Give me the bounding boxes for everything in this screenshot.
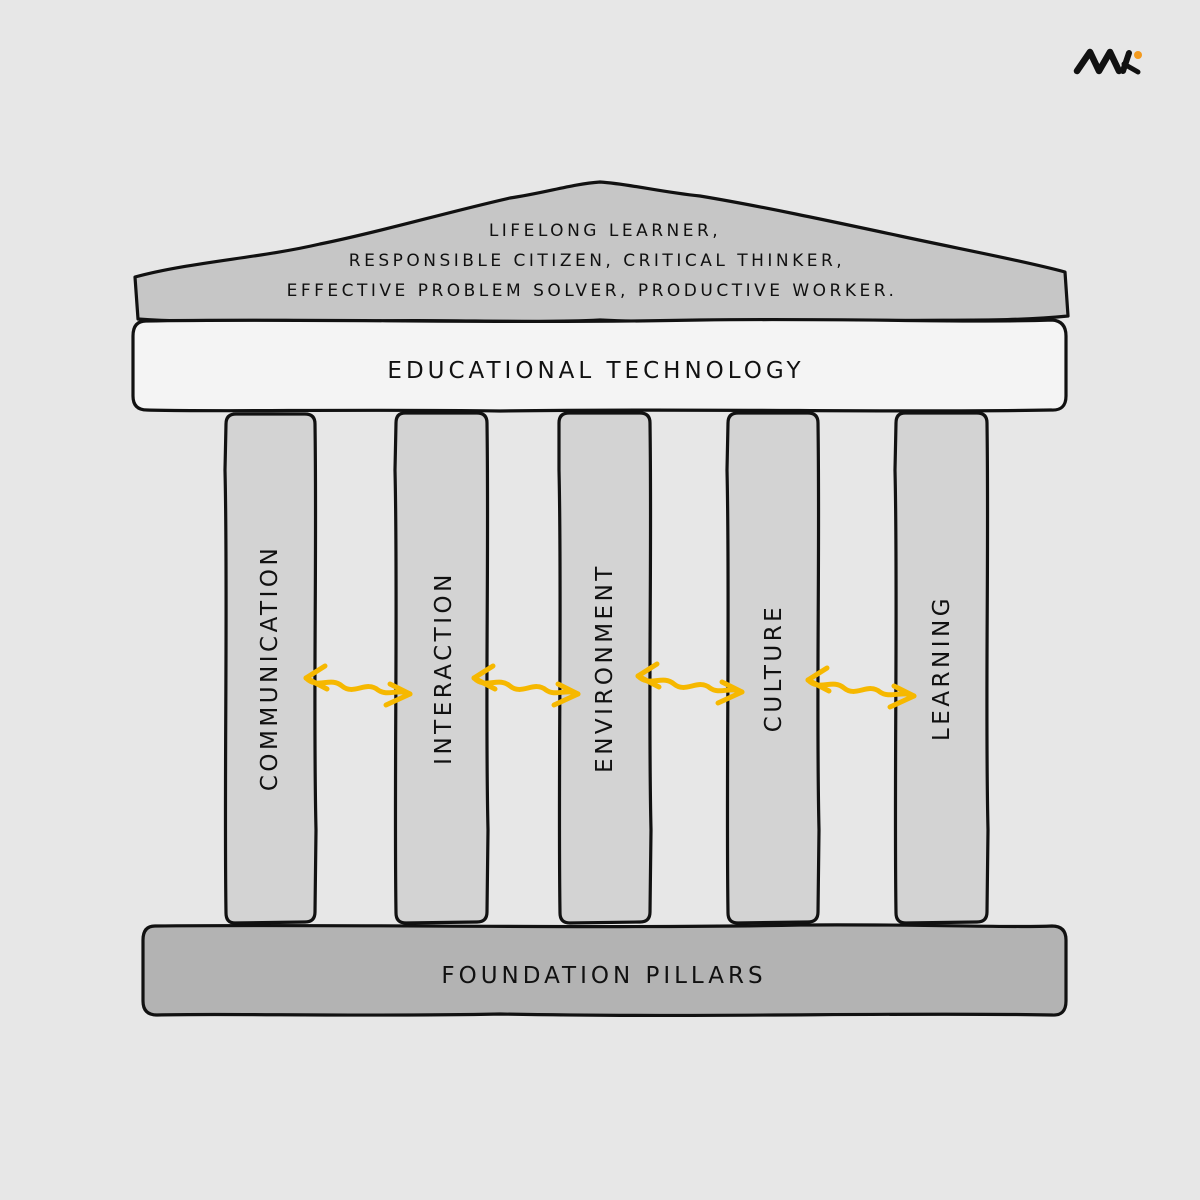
pillar-learning: Learning: [893, 411, 990, 925]
roof-line-1: Lifelong learner,: [489, 221, 721, 241]
beam: Educational Technology: [131, 317, 1068, 413]
pillar-label-communication: Communication: [257, 545, 283, 791]
pillar-label-environment: Environment: [592, 563, 618, 773]
pillar-communication: Communication: [223, 412, 318, 925]
double-arrow-icon: [635, 661, 745, 706]
double-arrow-icon: [805, 665, 917, 710]
roof-line-3: Effective problem solver, Productive wor…: [287, 281, 898, 301]
double-arrow-icon: [303, 663, 413, 708]
pillar-label-culture: Culture: [761, 604, 787, 732]
pillar-environment: Environment: [557, 411, 653, 925]
pillar-culture: Culture: [725, 411, 821, 925]
brand-logo: [1073, 48, 1142, 75]
beam-label: Educational Technology: [387, 358, 804, 384]
roof-line-2: Responsible citizen, Critical thinker,: [349, 251, 845, 271]
double-arrow-icon: [471, 663, 581, 708]
foundation: Foundation Pillars: [141, 923, 1068, 1018]
pillar-label-interaction: Interaction: [431, 571, 457, 765]
roof: Lifelong learner, Responsible citizen, C…: [133, 180, 1070, 324]
pillar-label-learning: Learning: [929, 595, 955, 741]
foundation-label: Foundation Pillars: [441, 963, 766, 989]
pillar-interaction: Interaction: [393, 411, 490, 925]
